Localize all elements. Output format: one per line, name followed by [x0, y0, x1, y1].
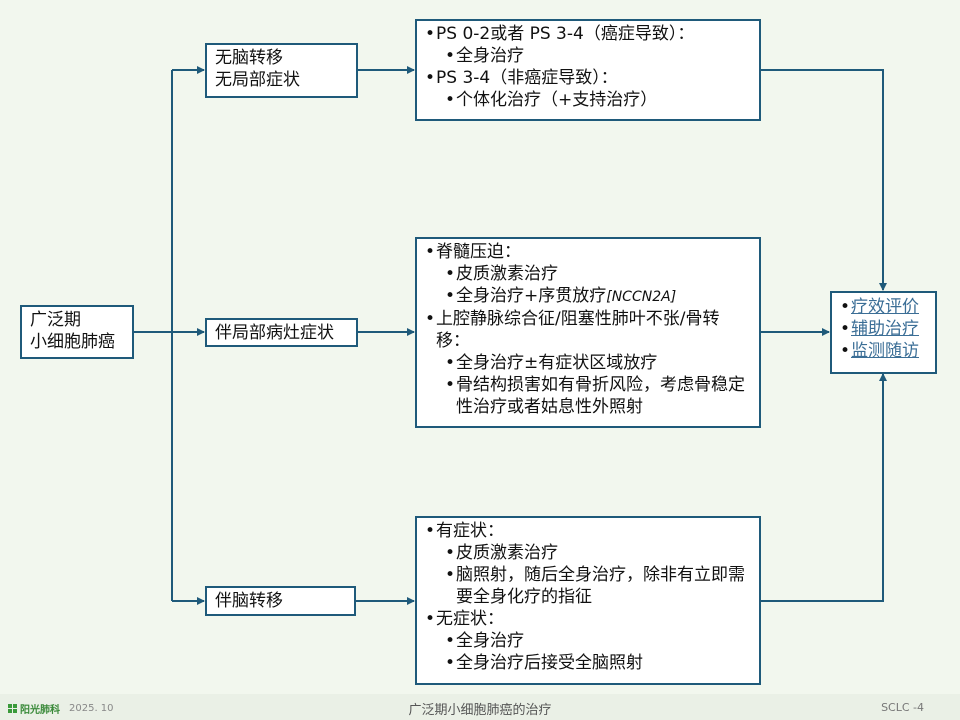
- monitoring-followup-link[interactable]: 监测随访: [851, 341, 919, 361]
- treatment-no-mets: PS 0-2或者 PS 3-4（癌症导致）： 全身治疗 PS 3-4（非癌症导致…: [415, 19, 761, 121]
- arrow-top-to-followup: [760, 69, 887, 291]
- followup-item-monitoring[interactable]: 监测随访: [840, 340, 929, 362]
- followup-item-efficacy[interactable]: 疗效评价: [840, 296, 929, 318]
- logo-icon: [8, 704, 17, 713]
- branch-local-label: 伴局部病灶症状: [215, 323, 334, 343]
- brain-systemic-item: 全身治疗: [425, 630, 753, 652]
- svc-syndrome-item: 上腔静脉综合征/阻塞性肺叶不张/骨转移：: [425, 308, 753, 352]
- ps-cancer-item: PS 0-2或者 PS 3-4（癌症导致）：: [425, 23, 753, 45]
- branch-no-mets-line1: 无脑转移: [215, 48, 283, 68]
- branch-no-mets: 无脑转移 无局部症状: [205, 43, 358, 98]
- branch-local-symptoms: 伴局部病灶症状: [205, 318, 358, 347]
- symptomatic-radiotherapy-item: 全身治疗±有症状区域放疗: [425, 352, 753, 374]
- systemic-radiotherapy-item: 全身治疗+序贯放疗[NCCN2A]: [425, 285, 753, 308]
- footer-bar: 阳光肺科 2025. 10 广泛期小细胞肺癌的治疗 SCLC -4: [0, 694, 960, 720]
- adjuvant-therapy-link[interactable]: 辅助治疗: [851, 319, 919, 339]
- asymptomatic-item: 无症状：: [425, 608, 753, 630]
- root-node: 广泛期 小细胞肺癌: [20, 305, 134, 359]
- symptomatic-item: 有症状：: [425, 520, 753, 542]
- root-line2: 小细胞肺癌: [30, 332, 115, 352]
- individualized-therapy-item: 个体化治疗（+支持治疗）: [425, 89, 753, 111]
- branch-brain-label: 伴脑转移: [215, 591, 283, 611]
- followup-item-adjuvant[interactable]: 辅助治疗: [840, 318, 929, 340]
- systemic-therapy-item: 全身治疗: [425, 45, 753, 67]
- corticosteroid-item: 皮质激素治疗: [425, 263, 753, 285]
- treatment-brain-mets: 有症状： 皮质激素治疗 脑照射，随后全身治疗，除非有立即需要全身化疗的指征 无症…: [415, 516, 761, 685]
- brain-corticosteroid-item: 皮质激素治疗: [425, 542, 753, 564]
- root-line1: 广泛期: [30, 310, 81, 330]
- treatment-local-symptoms: 脊髓压迫： 皮质激素治疗 全身治疗+序贯放疗[NCCN2A] 上腔静脉综合征/阻…: [415, 237, 761, 428]
- branch-no-mets-line2: 无局部症状: [215, 70, 300, 90]
- followup-box: 疗效评价 辅助治疗 监测随访: [830, 291, 937, 374]
- branch-brain-mets: 伴脑转移: [205, 586, 356, 616]
- page-number: SCLC -4: [881, 701, 924, 714]
- brand-name: 阳光肺科: [20, 705, 60, 716]
- footer-title: 广泛期小细胞肺癌的治疗: [408, 703, 552, 718]
- brand-logo: 阳光肺科 2025. 10: [8, 701, 114, 716]
- spinal-compression-item: 脊髓压迫：: [425, 241, 753, 263]
- systemic-radiotherapy-text: 全身治疗+序贯放疗: [456, 286, 607, 306]
- brain-irradiation-item: 脑照射，随后全身治疗，除非有立即需要全身化疗的指征: [425, 564, 753, 608]
- ps-noncancer-item: PS 3-4（非癌症导致）：: [425, 67, 753, 89]
- whole-brain-irradiation-item: 全身治疗后接受全脑照射: [425, 652, 753, 674]
- efficacy-evaluation-link[interactable]: 疗效评价: [851, 297, 919, 317]
- bone-stabilization-item: 骨结构损害如有骨折风险，考虑骨稳定性治疗或者姑息性外照射: [425, 374, 753, 418]
- arrow-bottom-to-followup: [760, 373, 887, 602]
- nccn-reference: [NCCN2A]: [606, 289, 677, 305]
- footer-date: 2025. 10: [69, 703, 114, 714]
